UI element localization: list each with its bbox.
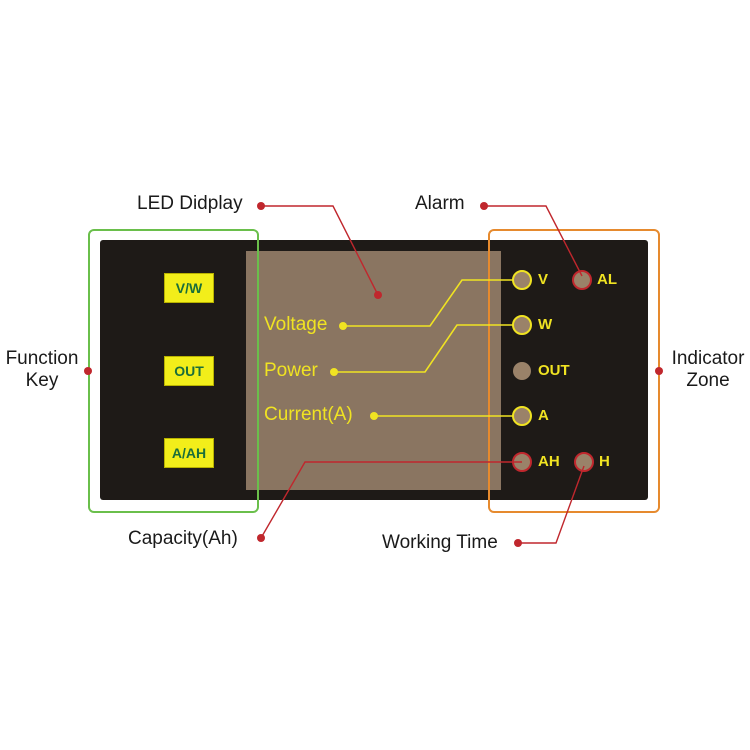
led-w bbox=[512, 315, 532, 335]
indicator-h-label: H bbox=[599, 453, 610, 470]
capacity-leader bbox=[260, 461, 522, 539]
voltage-label: Voltage bbox=[264, 314, 328, 335]
aah-key-label: A/AH bbox=[171, 445, 207, 461]
function-key-callout-line1: Function bbox=[5, 348, 79, 369]
power-label: Power bbox=[264, 360, 318, 381]
led-h bbox=[574, 452, 594, 472]
working-time-leader bbox=[518, 465, 585, 544]
indicator-zone-callout-line2: Zone bbox=[686, 369, 730, 391]
out-key-label: OUT bbox=[174, 363, 204, 379]
working-time-callout: Working Time bbox=[382, 532, 498, 553]
current-label: Current(A) bbox=[264, 404, 353, 425]
indicator-zone-callout: Indicator Zone bbox=[666, 348, 750, 392]
voltage-dot bbox=[339, 322, 347, 330]
indicator-a-label: A bbox=[538, 407, 549, 424]
indicator-zone-callout-line1: Indicator bbox=[671, 348, 745, 369]
indicator-w-label: W bbox=[538, 316, 553, 333]
led-out bbox=[513, 362, 531, 380]
indicator-out-label: OUT bbox=[538, 362, 570, 379]
power-leader bbox=[334, 324, 522, 373]
led-a bbox=[512, 406, 532, 426]
led-display-area bbox=[246, 251, 501, 490]
alarm-leader bbox=[484, 205, 583, 277]
current-dot bbox=[370, 412, 378, 420]
vw-key-label: V/W bbox=[175, 280, 203, 296]
vw-key-button[interactable]: V/W bbox=[164, 273, 214, 303]
led-display-leader bbox=[261, 205, 379, 296]
indicator-v-label: V bbox=[538, 271, 549, 288]
led-al bbox=[572, 270, 592, 290]
indicator-al-label: AL bbox=[597, 271, 617, 288]
alarm-callout: Alarm bbox=[415, 193, 465, 214]
capacity-callout: Capacity(Ah) bbox=[128, 528, 238, 549]
out-key-button[interactable]: OUT bbox=[164, 356, 214, 386]
aah-key-button[interactable]: A/AH bbox=[164, 438, 214, 468]
function-key-callout: Function Key bbox=[2, 348, 82, 392]
function-key-callout-line2: Key bbox=[25, 369, 59, 391]
led-display-callout: LED Didplay bbox=[137, 193, 243, 214]
voltage-leader bbox=[343, 279, 522, 327]
indicator-ah-label: AH bbox=[538, 453, 560, 470]
led-v bbox=[512, 270, 532, 290]
power-dot bbox=[330, 368, 338, 376]
